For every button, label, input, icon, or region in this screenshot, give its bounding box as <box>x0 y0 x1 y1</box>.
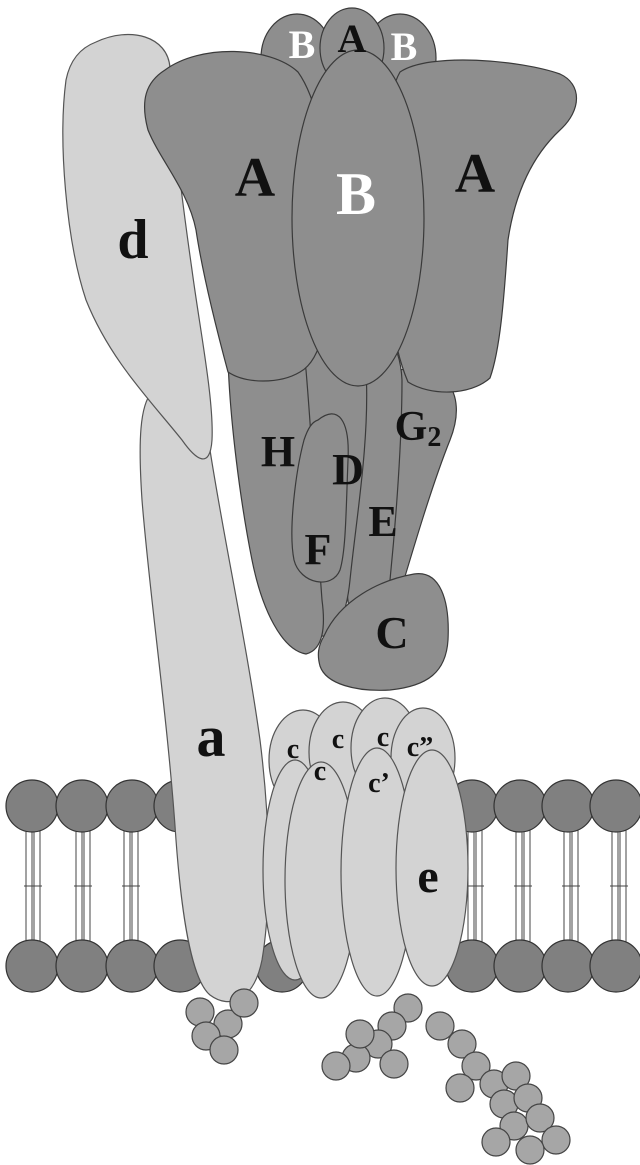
label-a-top-center: A <box>338 16 367 61</box>
label-c5: c <box>314 756 326 787</box>
label-b-top-left: B <box>289 22 316 67</box>
label-c-upper: C <box>375 607 408 658</box>
label-c2: c <box>332 724 344 755</box>
label-c6: c’ <box>368 768 390 799</box>
label-c3: c <box>377 722 389 753</box>
glycan-chains <box>186 989 570 1164</box>
label-b-top-right: B <box>391 24 418 69</box>
label-g-subscript: 2 <box>427 422 441 453</box>
label-f-upper: F <box>305 525 332 574</box>
label-d-upper: D <box>332 445 364 494</box>
label-b-center: B <box>336 161 376 227</box>
label-a-left: A <box>235 147 276 209</box>
label-e-upper: E <box>368 497 397 546</box>
label-c4: c” <box>407 732 433 763</box>
label-e-lower: e <box>417 850 438 903</box>
label-d: d <box>117 209 148 271</box>
label-c1: c <box>287 734 299 765</box>
label-a-right: A <box>455 143 496 205</box>
label-a-lower: a <box>197 704 226 769</box>
label-h: H <box>261 427 295 476</box>
